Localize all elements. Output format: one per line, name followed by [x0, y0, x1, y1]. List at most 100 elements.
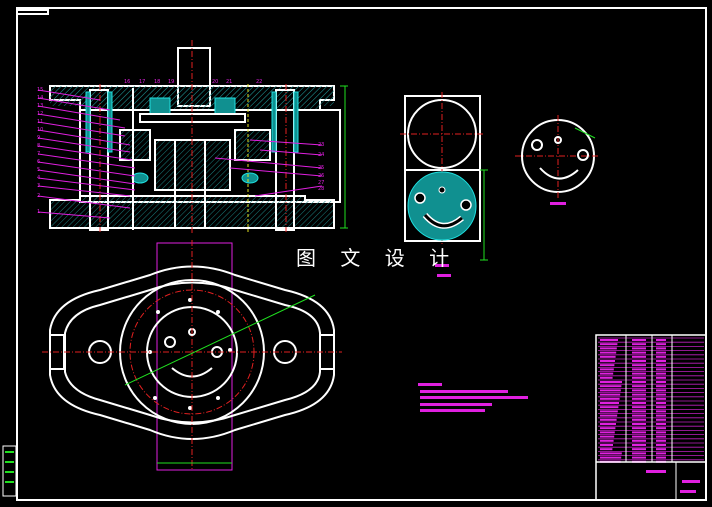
title-block-cell	[656, 406, 666, 409]
title-block-cell	[656, 368, 666, 371]
title-block-cell	[656, 355, 666, 358]
balloon: 1	[37, 209, 40, 215]
title-block-cell	[656, 427, 666, 430]
title-block-cell	[656, 444, 666, 446]
title-block-cell	[600, 444, 613, 446]
balloon: 25	[318, 165, 324, 171]
title-block-cell	[656, 418, 666, 421]
title-block-cell	[656, 397, 666, 400]
title-block-cell	[632, 393, 646, 396]
title-block-cell	[600, 456, 622, 459]
title-block-cell	[656, 381, 666, 383]
title-block-cell	[632, 423, 646, 425]
title-block-cell	[600, 372, 614, 375]
title-block-cell	[656, 339, 666, 341]
title-block-cell	[656, 431, 666, 434]
title-block-cell	[632, 444, 646, 446]
title-block-cell	[600, 355, 616, 358]
balloon: 9	[37, 135, 40, 141]
title-block-cell	[632, 456, 646, 459]
title-block-cell	[632, 381, 646, 383]
title-block-cell	[600, 448, 613, 451]
title-block-cell	[600, 397, 620, 400]
title-block-cell	[656, 456, 666, 459]
balloon: 2	[37, 193, 40, 199]
title-block-cell	[600, 406, 619, 409]
title-block-cell	[600, 368, 614, 371]
balloon: 3	[37, 183, 40, 189]
title-block	[595, 334, 707, 501]
balloon: 11	[37, 119, 43, 125]
title-block-cell	[656, 376, 666, 379]
title-block-cell	[656, 360, 666, 362]
title-block-cell	[632, 355, 646, 358]
title-block-cell	[656, 423, 666, 425]
balloon: 18	[154, 79, 160, 85]
watermark-text: 图 文 设 计	[296, 246, 459, 270]
title-block-cell	[632, 448, 646, 451]
title-block-cell	[632, 385, 646, 388]
title-block-cell	[656, 389, 666, 392]
title-block-cell	[600, 376, 613, 379]
title-block-cell	[600, 389, 621, 392]
title-block-cell	[632, 414, 646, 417]
title-block-cell	[656, 435, 666, 438]
balloon: 16	[124, 79, 130, 85]
balloon: 22	[256, 79, 262, 85]
balloon: 14	[37, 95, 43, 101]
title-block-cell	[600, 410, 618, 413]
title-block-cell	[600, 347, 617, 350]
title-block-cell	[632, 397, 646, 400]
title-block-cell	[632, 343, 646, 346]
title-block-cell	[656, 402, 666, 404]
title-block-cell	[656, 351, 666, 354]
title-block-cell	[632, 402, 646, 404]
title-block-cell	[600, 439, 614, 442]
balloon: 21	[226, 79, 232, 85]
balloon: 13	[37, 103, 43, 109]
balloon: 27	[318, 180, 324, 186]
title-block-cell	[600, 381, 622, 383]
balloon: 8	[37, 143, 40, 149]
title-block-cell	[656, 439, 666, 442]
title-block-cell	[656, 452, 666, 455]
title-block-cell	[600, 364, 615, 367]
title-block-cell	[632, 339, 646, 341]
section-view: 15 14 13 12 11 10 9 8 7 6 5 4 3 2 1 16 1…	[37, 40, 348, 235]
title-block-cell	[632, 368, 646, 371]
balloon: 17	[139, 79, 145, 85]
title-block-cell	[632, 360, 646, 362]
balloon: 28	[318, 186, 324, 192]
title-block-cell	[656, 343, 666, 346]
title-block-cell	[600, 414, 618, 417]
title-block-cell	[632, 389, 646, 392]
title-block-cell	[656, 372, 666, 375]
balloon: 23	[318, 142, 324, 148]
drawing-frame	[2, 7, 707, 501]
balloon: 19	[168, 79, 174, 85]
title-block-cell	[600, 418, 617, 421]
title-block-cell	[656, 393, 666, 396]
balloon: 20	[212, 79, 218, 85]
title-block-cell	[656, 414, 666, 417]
title-block-cell	[656, 410, 666, 413]
title-block-cell	[632, 431, 646, 434]
title-block-cell	[600, 431, 615, 434]
title-block-cell	[632, 364, 646, 367]
title-block-cell	[600, 385, 622, 388]
balloon: 10	[37, 127, 43, 133]
title-block-cell	[600, 339, 618, 341]
title-block-cell	[600, 435, 615, 438]
part-view-right	[515, 115, 600, 205]
right-balloons: 23 24 25 26 27 28	[318, 142, 324, 192]
title-block-cell	[600, 351, 617, 354]
title-block-cell	[600, 393, 621, 396]
balloon: 15	[37, 87, 43, 93]
title-block-cell	[632, 372, 646, 375]
title-block-cell	[632, 418, 646, 421]
balloon: 7	[37, 151, 40, 157]
title-block-cell	[632, 435, 646, 438]
left-balloons: 15 14 13 12 11 10 9 8 7 6 5 4 3 2 1	[37, 87, 43, 215]
title-block-cell	[600, 423, 616, 425]
title-block-cell	[632, 427, 646, 430]
